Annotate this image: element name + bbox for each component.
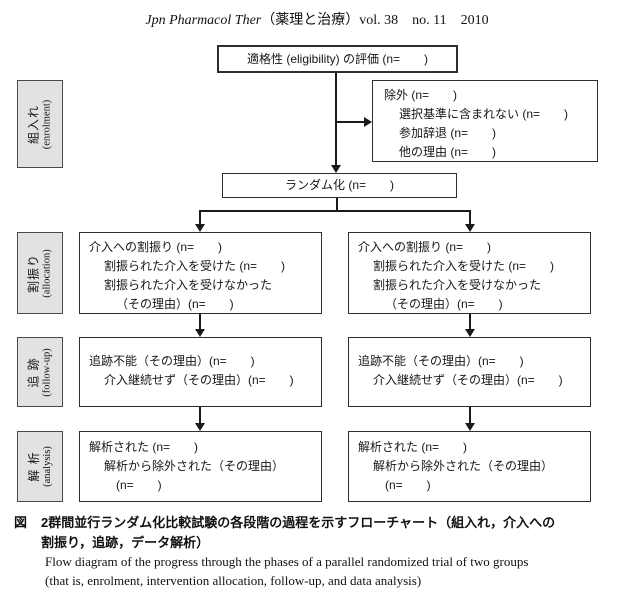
connector-split-right [469,210,471,224]
connector-split-left [199,210,201,224]
arrow-down-icon [465,423,475,431]
arrow-down-icon [331,165,341,173]
journal-issue: （薬理と治療）vol. 38 no. 11 2010 [261,13,489,28]
exclusion-line: 他の理由 (n= ) [399,145,497,159]
allocation-line: （その理由）(n= ) [116,297,234,311]
arrow-down-icon [465,329,475,337]
connector-randomization-split [336,198,338,211]
stage-label-enrolment: 組入れ (enrolment) [17,80,63,168]
stage-followup-jp: 追 跡 [26,356,41,388]
stage-allocation-en: (allocation) [41,248,53,298]
allocation-line: （その理由）(n= ) [385,297,503,311]
followup-line: 介入継続せず（その理由）(n= ) [104,373,294,387]
stage-enrolment-jp: 組入れ [26,104,41,144]
journal-header: Jpn Pharmacol Ther（薬理と治療）vol. 38 no. 11 … [0,9,634,29]
allocation-line: 介入への割振り (n= ) [89,240,223,254]
connector-allocation-followup-left [199,314,201,329]
analysis-box-left: 解析された (n= ) 解析から除外された（その理由） (n= ) [79,431,322,502]
journal-title: Jpn Pharmacol Ther [145,13,262,28]
followup-box-right: 追跡不能（その理由）(n= ) 介入継続せず（その理由）(n= ) [348,337,591,407]
allocation-box-right: 介入への割振り (n= ) 割振られた介入を受けた (n= ) 割振られた介入を… [348,232,591,314]
analysis-line: 解析から除外された（その理由） [373,459,554,473]
arrow-down-icon [195,224,205,232]
caption-jp-line2: 割振り，追跡，データ解析） [41,535,210,550]
connector-allocation-followup-right [469,314,471,329]
followup-box-left: 追跡不能（その理由）(n= ) 介入継続せず（その理由）(n= ) [79,337,322,407]
analysis-line: 解析された (n= ) [358,440,468,454]
allocation-line: 介入への割振り (n= ) [358,240,492,254]
stage-label-rotated-text: 組入れ (enrolment) [27,99,54,149]
exclusion-box: 除外 (n= ) 選択基準に含まれない (n= ) 参加辞退 (n= ) 他の理… [372,80,598,162]
randomization-text: ランダム化 (n= ) [284,178,394,192]
followup-line: 追跡不能（その理由）(n= ) [358,354,524,368]
caption-en-line1: Flow diagram of the progress through the… [45,554,529,569]
arrow-down-icon [195,329,205,337]
followup-line: 追跡不能（その理由）(n= ) [89,354,255,368]
stage-label-allocation: 割振り (allocation) [17,232,63,314]
stage-label-rotated-text: 解 析 (analysis) [26,446,53,487]
analysis-line: (n= ) [116,478,162,492]
stage-label-followup: 追 跡 (follow-up) [17,337,63,407]
stage-analysis-en: (analysis) [41,446,53,487]
analysis-box-right: 解析された (n= ) 解析から除外された（その理由） (n= ) [348,431,591,502]
allocation-line: 割振られた介入を受けなかった [104,278,273,292]
stage-label-rotated-text: 割振り (allocation) [27,249,54,297]
allocation-line: 割振られた介入を受けなかった [373,278,542,292]
eligibility-text: 適格性 (eligibility) の評価 (n= ) [246,51,429,66]
caption-jp-line1: 2群間並行ランダム化比較試験の各段階の過程を示すフローチャート（組入れ，介入への [41,515,556,530]
arrow-right-icon [364,117,372,127]
caption-en-line2: (that is, enrolment, intervention alloca… [45,573,422,588]
exclusion-line: 参加辞退 (n= ) [399,126,497,140]
exclusion-line: 除外 (n= ) [384,88,458,102]
analysis-line: 解析から除外された（その理由） [104,459,285,473]
stage-label-analysis: 解 析 (analysis) [17,431,63,502]
stage-analysis-jp: 解 析 [26,451,41,482]
split-horizontal-line [199,210,471,212]
arrow-down-icon [465,224,475,232]
arrow-down-icon [195,423,205,431]
followup-line: 介入継続せず（その理由）(n= ) [373,373,563,387]
connector-followup-analysis-left [199,407,201,423]
analysis-line: (n= ) [385,478,431,492]
exclusion-line: 選択基準に含まれない (n= ) [399,107,569,121]
eligibility-box: 適格性 (eligibility) の評価 (n= ) [217,45,458,73]
figure-label: 図 [14,515,28,530]
stage-allocation-jp: 割振り [26,253,41,293]
connector-eligibility-randomization [335,73,337,165]
stage-label-rotated-text: 追 跡 (follow-up) [27,348,54,396]
stage-followup-en: (follow-up) [41,347,53,397]
connector-branch-exclusion [335,121,364,123]
allocation-box-left: 介入への割振り (n= ) 割振られた介入を受けた (n= ) 割振られた介入を… [79,232,322,314]
allocation-line: 割振られた介入を受けた (n= ) [373,259,555,273]
connector-followup-analysis-right [469,407,471,423]
stage-enrolment-en: (enrolment) [41,99,53,149]
allocation-line: 割振られた介入を受けた (n= ) [104,259,286,273]
analysis-line: 解析された (n= ) [89,440,199,454]
randomization-box: ランダム化 (n= ) [222,173,457,198]
